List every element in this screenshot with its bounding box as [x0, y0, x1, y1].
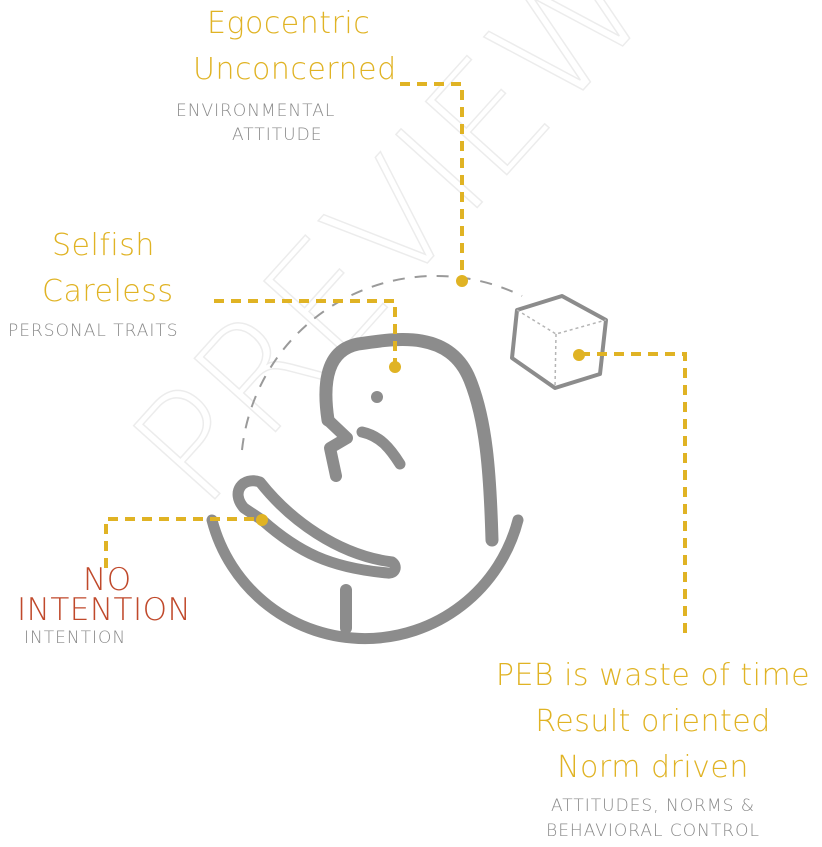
connector-env-attitude: [400, 82, 464, 280]
intention-category: INTENTION: [24, 628, 127, 648]
node-intention: [256, 514, 268, 526]
head-outline: [319, 333, 499, 547]
attitudes-norms-category-1: ATTITUDES, NORMS &: [550, 796, 756, 816]
connector-intention: [104, 517, 262, 568]
attitudes-norms-category-2: BEHAVIORAL CONTROL: [546, 821, 760, 841]
arm-outline: [232, 475, 401, 579]
connector-personal-traits: [214, 299, 397, 366]
connector-attitudes-norms: [580, 352, 687, 636]
attitudes-norms-value-1: PEB is waste of time: [495, 658, 811, 693]
env-attitude-category-2: ATTITUDE: [232, 125, 323, 145]
env-attitude-value-1: Egocentric: [207, 6, 371, 41]
node-env-attitude: [456, 275, 468, 287]
env-attitude-category-1: ENVIRONMENTAL: [176, 101, 336, 121]
intention-value-2: INTENTION: [17, 592, 192, 628]
face-line: [322, 414, 353, 482]
personal-traits-value-2: Careless: [42, 274, 174, 309]
attitudes-norms-value-3: Norm driven: [557, 750, 749, 785]
cube-icon: [510, 294, 608, 390]
eye: [371, 391, 383, 403]
attitudes-norms-value-2: Result oriented: [535, 704, 771, 739]
node-personal-traits: [389, 361, 401, 373]
personal-traits-category: PERSONAL TRAITS: [8, 321, 179, 341]
frown-line: [356, 426, 406, 470]
base-arc: [206, 514, 524, 645]
intention-value-1: NO: [83, 562, 132, 598]
personal-traits-value-1: Selfish: [52, 228, 155, 263]
env-attitude-value-2: Unconcerned: [193, 52, 397, 87]
node-attitudes-norms: [573, 349, 585, 361]
